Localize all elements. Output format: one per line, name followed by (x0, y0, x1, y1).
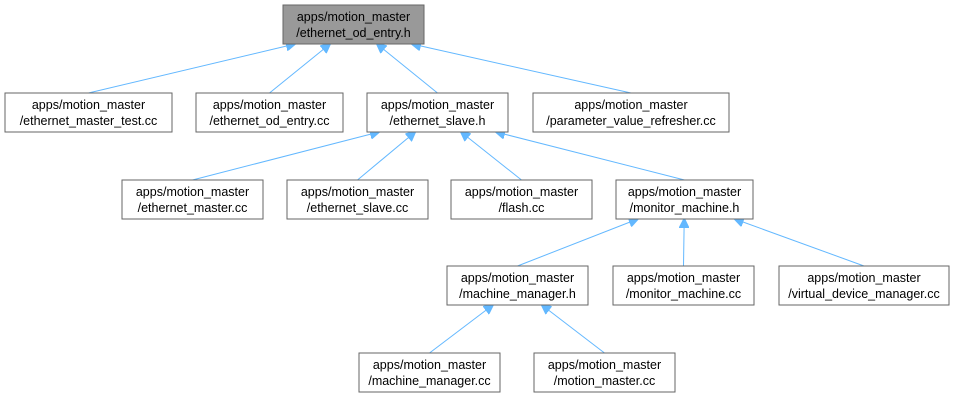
node-box (121, 179, 264, 220)
node-box (532, 92, 730, 133)
node-label-line1: apps/motion_master (574, 98, 687, 112)
node-box (446, 265, 589, 306)
node-ethernet-master-test-cc[interactable]: apps/motion_master /ethernet_master_test… (4, 92, 173, 133)
node-label-line1: apps/motion_master (301, 185, 414, 199)
node-box (4, 92, 173, 133)
node-box (450, 179, 593, 220)
node-label-line2: /machine_manager.h (459, 287, 576, 301)
node-label-line2: /ethernet_master_test.cc (20, 114, 158, 128)
dependency-edge-n9-to-n8 (517, 219, 638, 267)
node-box (358, 352, 501, 393)
node-label-line2: /motion_master.cc (554, 374, 655, 388)
dependency-edge-n6-to-n3 (357, 132, 416, 181)
node-flash-cc[interactable]: apps/motion_master /flash.cc (450, 179, 593, 220)
node-ethernet-od-entry-h[interactable]: apps/motion_master /ethernet_od_entry.h (282, 4, 425, 45)
dependency-edge-n3-to-n0 (377, 44, 438, 94)
node-label-line2: /monitor_machine.h (630, 201, 740, 215)
node-label-line2: /parameter_value_refresher.cc (546, 114, 716, 128)
nodes: apps/motion_master /ethernet_od_entry.h … (4, 4, 950, 393)
dependency-edge-n5-to-n3 (192, 132, 380, 181)
dependency-edge-n10-to-n8 (684, 219, 685, 267)
node-ethernet-slave-h[interactable]: apps/motion_master /ethernet_slave.h (366, 92, 509, 133)
node-machine-manager-h[interactable]: apps/motion_master /machine_manager.h (446, 265, 589, 306)
node-monitor-machine-h[interactable]: apps/motion_master /monitor_machine.h (615, 179, 754, 220)
node-label-line1: apps/motion_master (461, 271, 574, 285)
node-label-line2: /monitor_machine.cc (626, 287, 741, 301)
dependency-edge-n11-to-n8 (735, 219, 865, 267)
dependency-edge-n13-to-n9 (542, 305, 605, 354)
node-box (615, 179, 754, 220)
node-box (778, 265, 950, 306)
node-label-line1: apps/motion_master (373, 358, 486, 372)
node-label-line1: apps/motion_master (807, 271, 920, 285)
node-parameter-value-refresher-cc[interactable]: apps/motion_master /parameter_value_refr… (532, 92, 730, 133)
node-motion-master-cc[interactable]: apps/motion_master /motion_master.cc (533, 352, 676, 393)
node-label-line1: apps/motion_master (627, 271, 740, 285)
node-label-line1: apps/motion_master (381, 98, 494, 112)
dependency-edge-n12-to-n9 (429, 305, 493, 354)
dependency-edge-n7-to-n3 (461, 132, 522, 181)
edges (88, 44, 865, 354)
dependency-edge-n4-to-n0 (412, 44, 632, 94)
node-label-line2: /ethernet_slave.cc (307, 201, 408, 215)
node-ethernet-slave-cc[interactable]: apps/motion_master /ethernet_slave.cc (286, 179, 429, 220)
node-machine-manager-cc[interactable]: apps/motion_master /machine_manager.cc (358, 352, 501, 393)
node-label-line1: apps/motion_master (548, 358, 661, 372)
node-virtual-device-manager-cc[interactable]: apps/motion_master /virtual_device_manag… (778, 265, 950, 306)
node-box (286, 179, 429, 220)
dependency-edge-n2-to-n0 (269, 44, 330, 94)
dependency-edge-n8-to-n3 (496, 132, 685, 181)
node-monitor-machine-cc[interactable]: apps/motion_master /monitor_machine.cc (612, 265, 755, 306)
node-box (533, 352, 676, 393)
node-label-line1: apps/motion_master (628, 185, 741, 199)
node-label-line2: /ethernet_od_entry.cc (210, 114, 330, 128)
node-ethernet-master-cc[interactable]: apps/motion_master /ethernet_master.cc (121, 179, 264, 220)
node-label-line2: /flash.cc (499, 201, 545, 215)
node-box (366, 92, 509, 133)
node-label-line2: /ethernet_slave.h (390, 114, 486, 128)
node-label-line2: /machine_manager.cc (368, 374, 490, 388)
node-box (612, 265, 755, 306)
node-label-line1: apps/motion_master (136, 185, 249, 199)
node-label-line2: /ethernet_master.cc (138, 201, 248, 215)
node-label-line1: apps/motion_master (32, 98, 145, 112)
node-ethernet-od-entry-cc[interactable]: apps/motion_master /ethernet_od_entry.cc (195, 92, 344, 133)
node-label-line1: apps/motion_master (213, 98, 326, 112)
node-label-line2: /ethernet_od_entry.h (296, 26, 410, 40)
node-label-line1: apps/motion_master (297, 10, 410, 24)
node-box (195, 92, 344, 133)
node-label-line2: /virtual_device_manager.cc (788, 287, 939, 301)
dependency-edge-n1-to-n0 (88, 44, 296, 94)
node-box (282, 4, 425, 45)
node-label-line1: apps/motion_master (465, 185, 578, 199)
